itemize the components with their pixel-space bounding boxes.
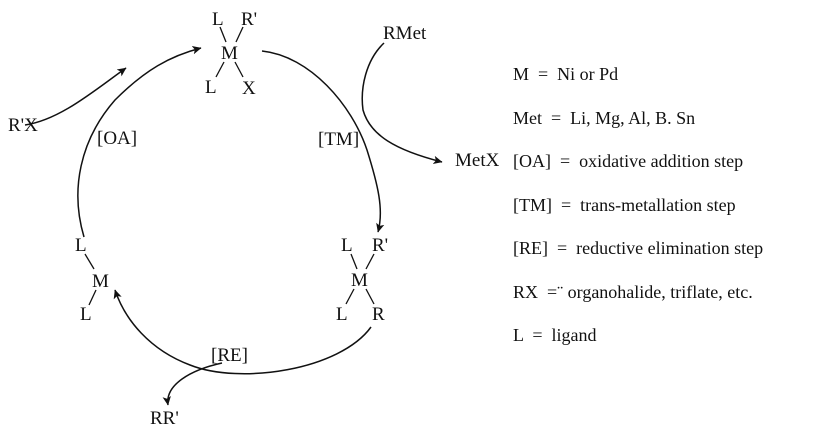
bond xyxy=(350,253,358,270)
complex-top-ligand-upper-right: R' xyxy=(241,9,257,30)
legend-item: Met = Li, Mg, Al, B. Sn xyxy=(513,108,695,128)
complex-right-ligand-upper-right: R' xyxy=(372,235,388,256)
legend-item: [TM] = trans-metallation step xyxy=(513,195,736,215)
complex-right-ligand-lower-left: L xyxy=(336,304,348,325)
product-rr-prime: RR' xyxy=(150,408,179,429)
complex-left-ligand-upper: L xyxy=(75,235,87,256)
bond xyxy=(365,253,375,270)
reagent-rmet: RMet xyxy=(383,23,427,44)
bond xyxy=(215,61,225,78)
byproduct-metx: MetX xyxy=(455,150,500,171)
bond xyxy=(234,61,244,78)
step-label-re: [RE] xyxy=(211,345,248,366)
cycle-arrow-top-to-right xyxy=(261,50,385,233)
complex-right-ligand-upper-left: L xyxy=(341,235,353,256)
bond xyxy=(88,289,97,306)
complex-right: L R' M L R xyxy=(336,235,388,325)
step-label-oa: [OA] xyxy=(97,128,137,149)
legend-item: [OA] = oxidative addition step xyxy=(513,151,743,171)
legend-item: [RE] = reductive elimination step xyxy=(513,238,763,258)
product-out-arrow-rr xyxy=(162,362,223,406)
bond xyxy=(219,26,227,43)
reagent-r-prime-x: R'X xyxy=(8,115,38,136)
complex-top-ligand-upper-left: L xyxy=(212,9,224,30)
bond xyxy=(235,26,244,43)
cycle-arrow-left-to-top xyxy=(77,46,202,238)
complex-left-ligand-lower: L xyxy=(80,304,92,325)
complex-top-ligand-lower-right: X xyxy=(242,78,256,99)
complex-top-ligand-lower-left: L xyxy=(205,77,217,98)
bond xyxy=(84,253,95,270)
legend-item: L = ligand xyxy=(513,325,596,345)
complex-left: L M L xyxy=(75,235,109,325)
complex-top-metal: M xyxy=(221,43,238,64)
complex-right-ligand-lower-right: R xyxy=(372,304,385,325)
reagent-in-arrow-rx xyxy=(24,67,127,126)
bond xyxy=(345,288,355,305)
complex-left-metal: M xyxy=(92,271,109,292)
step-label-tm: [TM] xyxy=(318,129,359,150)
complex-top: L R' M L X xyxy=(205,9,257,99)
legend: M = Ni or Pd Met = Li, Mg, Al, B. Sn [OA… xyxy=(513,64,763,345)
legend-item: RX =¨ organohalide, triflate, etc. xyxy=(513,282,753,302)
legend-item: M = Ni or Pd xyxy=(513,64,618,84)
reagent-arrow-rmet-metx xyxy=(361,42,443,164)
bond xyxy=(365,288,375,305)
complex-right-metal: M xyxy=(351,270,368,291)
